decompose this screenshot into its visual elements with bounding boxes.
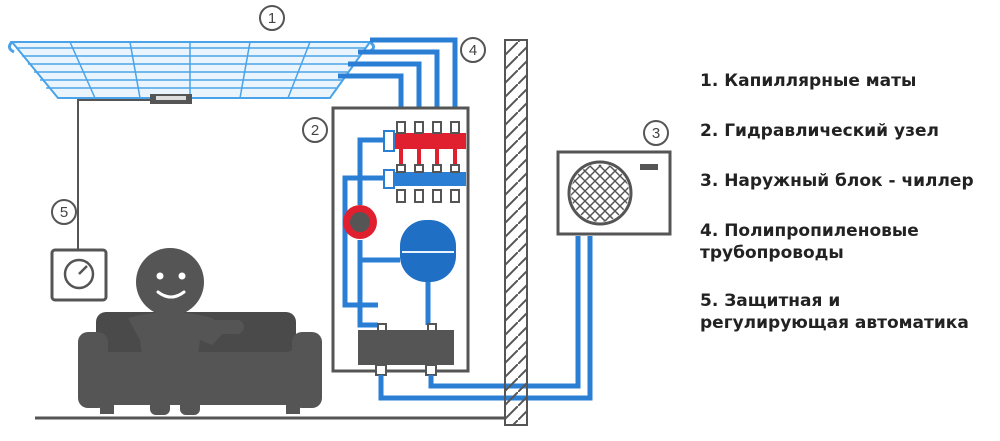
cold-manifold-icon: [383, 164, 466, 203]
legend-item-pipes: 4. Полипропиленовые трубопроводы: [700, 221, 919, 263]
marker-mats-label: 1: [268, 10, 276, 27]
person-on-sofa-icon: [78, 248, 322, 415]
control-wire: [77, 99, 152, 250]
legend-item-automation: 5. Защитная и регулирующая автоматика: [700, 291, 969, 333]
pump-icon: [343, 205, 377, 239]
expansion-tank-icon: [400, 220, 456, 282]
hot-manifold-icon: [383, 121, 466, 165]
legend-item-chiller: 3. Наружный блок - чиллер: [700, 171, 974, 191]
svg-text:3: 3: [652, 125, 660, 142]
legend-item-mats: 1. Капиллярные маты: [700, 71, 917, 91]
internal-pipes: [342, 137, 431, 328]
wall-icon: [504, 39, 528, 426]
heat-exchanger-icon: [358, 323, 454, 376]
svg-text:2: 2: [311, 122, 319, 139]
svg-text:5: 5: [60, 204, 68, 221]
marker-hydraulic: 2: [302, 117, 328, 143]
marker-pipes: 4: [460, 37, 486, 63]
svg-text:4: 4: [469, 42, 477, 59]
thermostat-icon: [50, 248, 108, 302]
ceiling-capillary-mat-icon: [7, 40, 375, 104]
marker-chiller: 3: [643, 120, 669, 146]
marker-automation: 5: [51, 199, 77, 225]
outdoor-chiller-icon: [556, 150, 672, 236]
legend: 1. Капиллярные маты 2. Гидравлический уз…: [700, 70, 995, 362]
fan-grille-icon: [567, 160, 633, 226]
legend-item-hydraulic: 2. Гидравлический узел: [700, 121, 939, 141]
marker-mats: 1: [259, 5, 285, 31]
